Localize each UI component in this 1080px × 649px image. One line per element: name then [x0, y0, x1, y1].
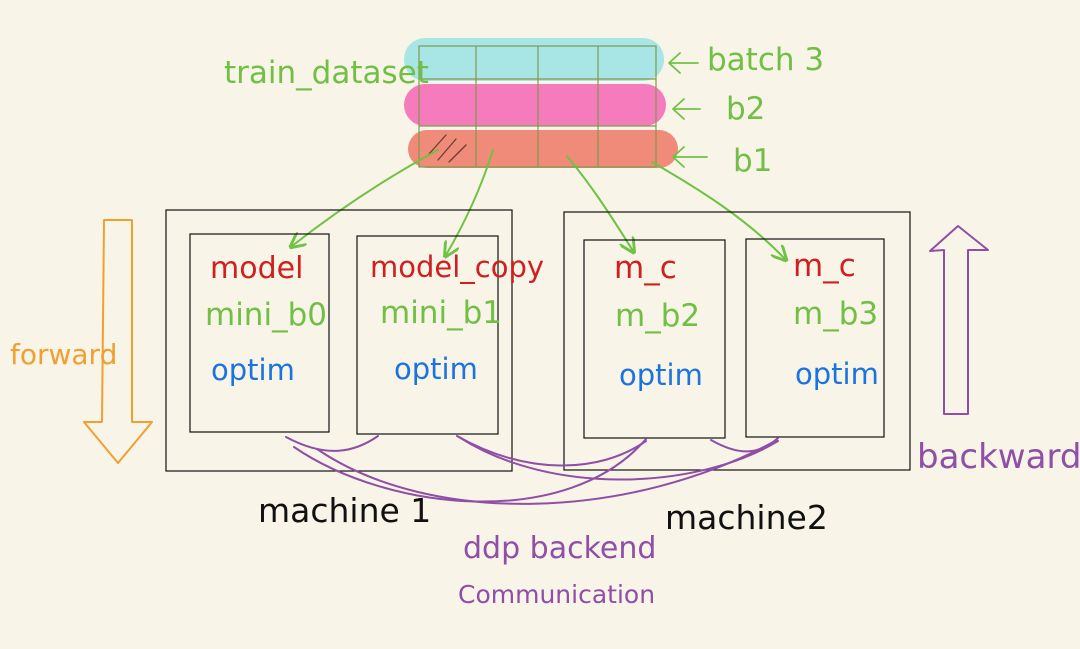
arrow-to-worker-3 [566, 155, 633, 251]
selected-batch-hatch [428, 134, 467, 163]
forward-label: forward [10, 338, 118, 371]
arrow-to-worker-4 [651, 161, 785, 259]
dataset-grid [418, 45, 657, 168]
communication-line-2: Communication [458, 580, 656, 609]
communication-line-1: ddp backend [463, 531, 657, 566]
arrow-to-worker-1 [292, 149, 439, 246]
worker-3-model: m_c [614, 250, 677, 286]
batch-1-label: b1 [733, 143, 773, 179]
communication-curves [285, 435, 779, 505]
hatch-mark [448, 144, 467, 163]
batch-3-band [404, 38, 664, 81]
batch-label-arrows [668, 52, 708, 168]
comm-curve [285, 435, 379, 452]
comm-curve [710, 437, 779, 453]
forward-arrow-shape [83, 219, 153, 464]
machine-2-frame [563, 211, 911, 471]
worker-2-frame [356, 235, 499, 435]
worker-4-frame [745, 238, 885, 438]
machine-frames [165, 209, 911, 472]
worker-2-optim: optim [394, 352, 478, 386]
dataset-label: train_dataset [224, 55, 429, 91]
worker-4-model: m_c [793, 248, 856, 284]
hatch-mark [437, 138, 457, 161]
hatch-mark [428, 134, 447, 155]
dataset-batches [404, 38, 678, 168]
backward-arrow [929, 225, 989, 415]
batch-3-label: batch 3 [707, 42, 825, 78]
comm-curve [316, 439, 778, 505]
comm-curve [458, 436, 779, 481]
worker-1-frame [189, 233, 330, 433]
batch-3-arrow [668, 52, 699, 74]
backward-arrow-shape [929, 225, 989, 415]
worker-3-data: m_b2 [615, 298, 701, 334]
batch-2-arrow [672, 98, 701, 120]
batch-1-arrow [672, 146, 708, 168]
worker-1-optim: optim [211, 353, 295, 387]
worker-1-data: mini_b0 [205, 297, 327, 333]
machine-2-label: machine2 [665, 498, 828, 537]
worker-3-frame [583, 239, 726, 439]
arrow-to-worker-2 [446, 149, 494, 255]
comm-curve [456, 435, 647, 467]
worker-4-optim: optim [795, 357, 879, 391]
backward-label: backward [917, 437, 1080, 477]
worker-4-data: m_b3 [793, 296, 879, 332]
worker-1-model: model [210, 251, 304, 286]
worker-2-model: model_copy [370, 250, 545, 284]
worker-2-data: mini_b1 [380, 295, 502, 331]
batch-2-band [404, 84, 666, 126]
machine-1-label: machine 1 [258, 491, 432, 530]
worker-3-optim: optim [619, 358, 703, 392]
forward-arrow [83, 219, 153, 464]
batch-2-label: b2 [726, 91, 766, 127]
